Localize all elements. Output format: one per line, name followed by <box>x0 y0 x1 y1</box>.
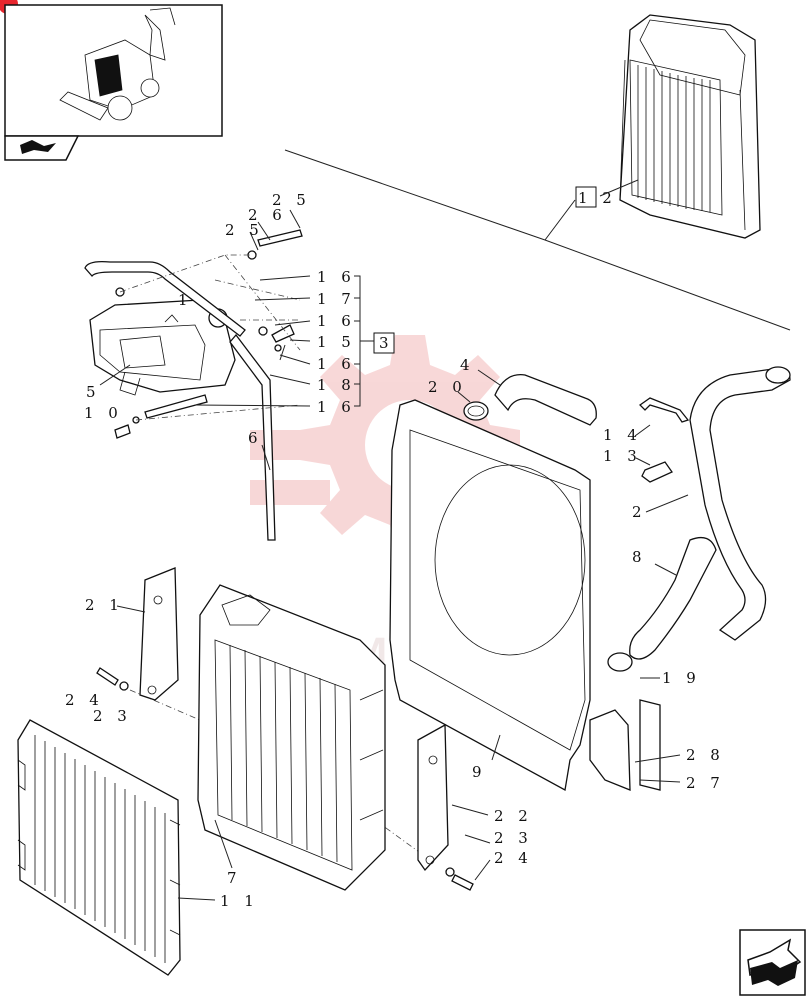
callout-label: 2 5 <box>272 191 311 209</box>
callout-label: 2 8 <box>686 746 725 764</box>
callout-label: 1 4 <box>603 426 642 444</box>
bracket-21 <box>139 567 179 701</box>
callout-label: 2 7 <box>686 774 725 792</box>
callout-label: 1 <box>178 291 193 309</box>
callout-label: 7 <box>227 869 242 887</box>
bracket-22 <box>417 723 449 872</box>
previous-page-arrow-icon[interactable] <box>20 140 56 154</box>
radiator-assembly-reference <box>599 14 761 239</box>
callout-label: 1 6 <box>317 398 356 416</box>
radiator-core <box>197 584 386 891</box>
callout-label: 1 8 <box>317 376 356 394</box>
callout-label: 1 2 <box>578 189 617 207</box>
charge-air-cooler <box>17 719 181 976</box>
callout-label: 4 <box>460 356 475 374</box>
callout-label: 2 2 <box>494 807 533 825</box>
callout-label: 3 <box>379 334 394 352</box>
next-page-button[interactable] <box>739 929 806 996</box>
callout-label: 2 4 <box>65 691 104 709</box>
callout-label: 2 0 <box>428 378 467 396</box>
callout-label: 1 7 <box>317 290 356 308</box>
callout-label: 2 3 <box>494 829 533 847</box>
callout-label: 1 5 <box>317 333 356 351</box>
callout-label: 8 <box>632 548 647 566</box>
callout-label: 1 6 <box>317 312 356 330</box>
callout-label: 2 5 <box>225 221 264 239</box>
callout-label: 2 3 <box>93 707 132 725</box>
callout-label: 9 <box>472 763 487 781</box>
callout-label: 1 3 <box>603 447 642 465</box>
callout-label: 1 1 <box>220 892 259 910</box>
callout-label: 5 <box>86 383 101 401</box>
callout-box-12[interactable] <box>575 186 597 208</box>
next-page-arrow-icon <box>747 938 802 986</box>
fan-shroud <box>389 399 661 792</box>
callout-label: 1 6 <box>317 268 356 286</box>
callout-label: 2 1 <box>85 596 124 614</box>
callout-label: 2 <box>632 503 647 521</box>
callout-label: 1 0 <box>84 404 123 422</box>
callout-label: 6 <box>248 429 263 447</box>
thumbnail-panel[interactable] <box>4 4 223 161</box>
callout-label: 1 6 <box>317 355 356 373</box>
callout-label: 1 9 <box>662 669 701 687</box>
callout-label: 2 4 <box>494 849 533 867</box>
callout-label: 2 6 <box>248 206 287 224</box>
backhoe-loader-icon <box>59 7 176 121</box>
callout-box-3[interactable] <box>373 332 395 354</box>
